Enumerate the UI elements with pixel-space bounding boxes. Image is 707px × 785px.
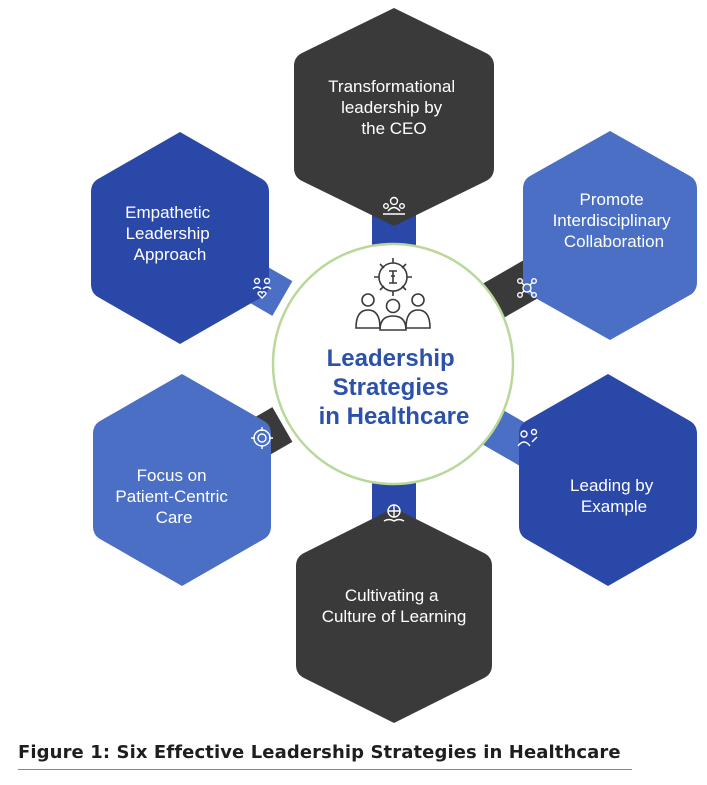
team-gear-icon	[355, 258, 431, 331]
node-label: Cultivating a Culture of Learning	[322, 586, 467, 626]
label-line: Interdisciplinary	[553, 211, 672, 230]
strategy-node-leading-by-example: Leading by Example	[519, 374, 697, 586]
hexagon-shape	[294, 8, 494, 226]
strategy-node-transformational: Transformational leadership by the CEO	[294, 8, 494, 226]
label-line: Approach	[134, 245, 207, 264]
center-title-line: Leadership	[327, 345, 455, 372]
empathy-icon	[252, 277, 272, 299]
label-line: leadership by	[341, 98, 443, 117]
hexagon-shape	[523, 131, 697, 340]
hexagon-shape	[519, 374, 697, 586]
label-line: Promote	[580, 190, 644, 209]
hexagon-shape	[93, 374, 271, 586]
strategy-node-empathetic: Empathetic Leadership Approach	[91, 132, 269, 344]
label-line: Care	[156, 508, 193, 527]
center-circle	[271, 242, 515, 486]
label-line: Leading by	[570, 476, 654, 495]
node-label: Promote Interdisciplinary Collaboration	[553, 190, 676, 251]
label-line: Cultivating a	[345, 586, 439, 605]
mentor-icon	[517, 428, 538, 447]
team-leader-icon	[382, 196, 405, 215]
label-line: Culture of Learning	[322, 607, 467, 626]
center-title-line: in Healthcare	[319, 403, 470, 430]
label-line: Leadership	[126, 224, 210, 243]
node-label: Focus on Patient-Centric Care	[115, 466, 232, 527]
book-globe-icon	[383, 504, 405, 522]
center-title: Leadership Strategies in Healthcare	[319, 345, 470, 430]
label-line: Transformational	[328, 77, 455, 96]
label-line: Collaboration	[564, 232, 664, 251]
center-title-line: Strategies	[333, 374, 449, 401]
node-label: Leading by Example	[570, 476, 658, 516]
label-line: Patient-Centric	[115, 487, 228, 506]
figure-caption: Figure 1: Six Effective Leadership Strat…	[18, 742, 632, 770]
node-label: Transformational leadership by the CEO	[328, 77, 460, 138]
target-icon	[251, 427, 273, 449]
label-line: the CEO	[361, 119, 426, 138]
hexagon-shape	[296, 508, 492, 723]
label-line: Example	[581, 497, 647, 516]
strategy-node-culture-of-learning: Cultivating a Culture of Learning	[296, 508, 492, 723]
strategy-node-patient-centric: Focus on Patient-Centric Care	[93, 374, 271, 586]
node-label: Empathetic Leadership Approach	[125, 203, 215, 264]
label-line: Focus on	[137, 466, 207, 485]
hexagon-shape	[91, 132, 269, 344]
label-line: Empathetic	[125, 203, 211, 222]
strategy-node-collaboration: Promote Interdisciplinary Collaboration	[523, 131, 697, 340]
center-hub: Leadership Strategies in Healthcare	[271, 242, 515, 486]
network-icon	[516, 277, 537, 298]
strategy-diagram: Transformational leadership by the CEO P…	[91, 8, 697, 723]
